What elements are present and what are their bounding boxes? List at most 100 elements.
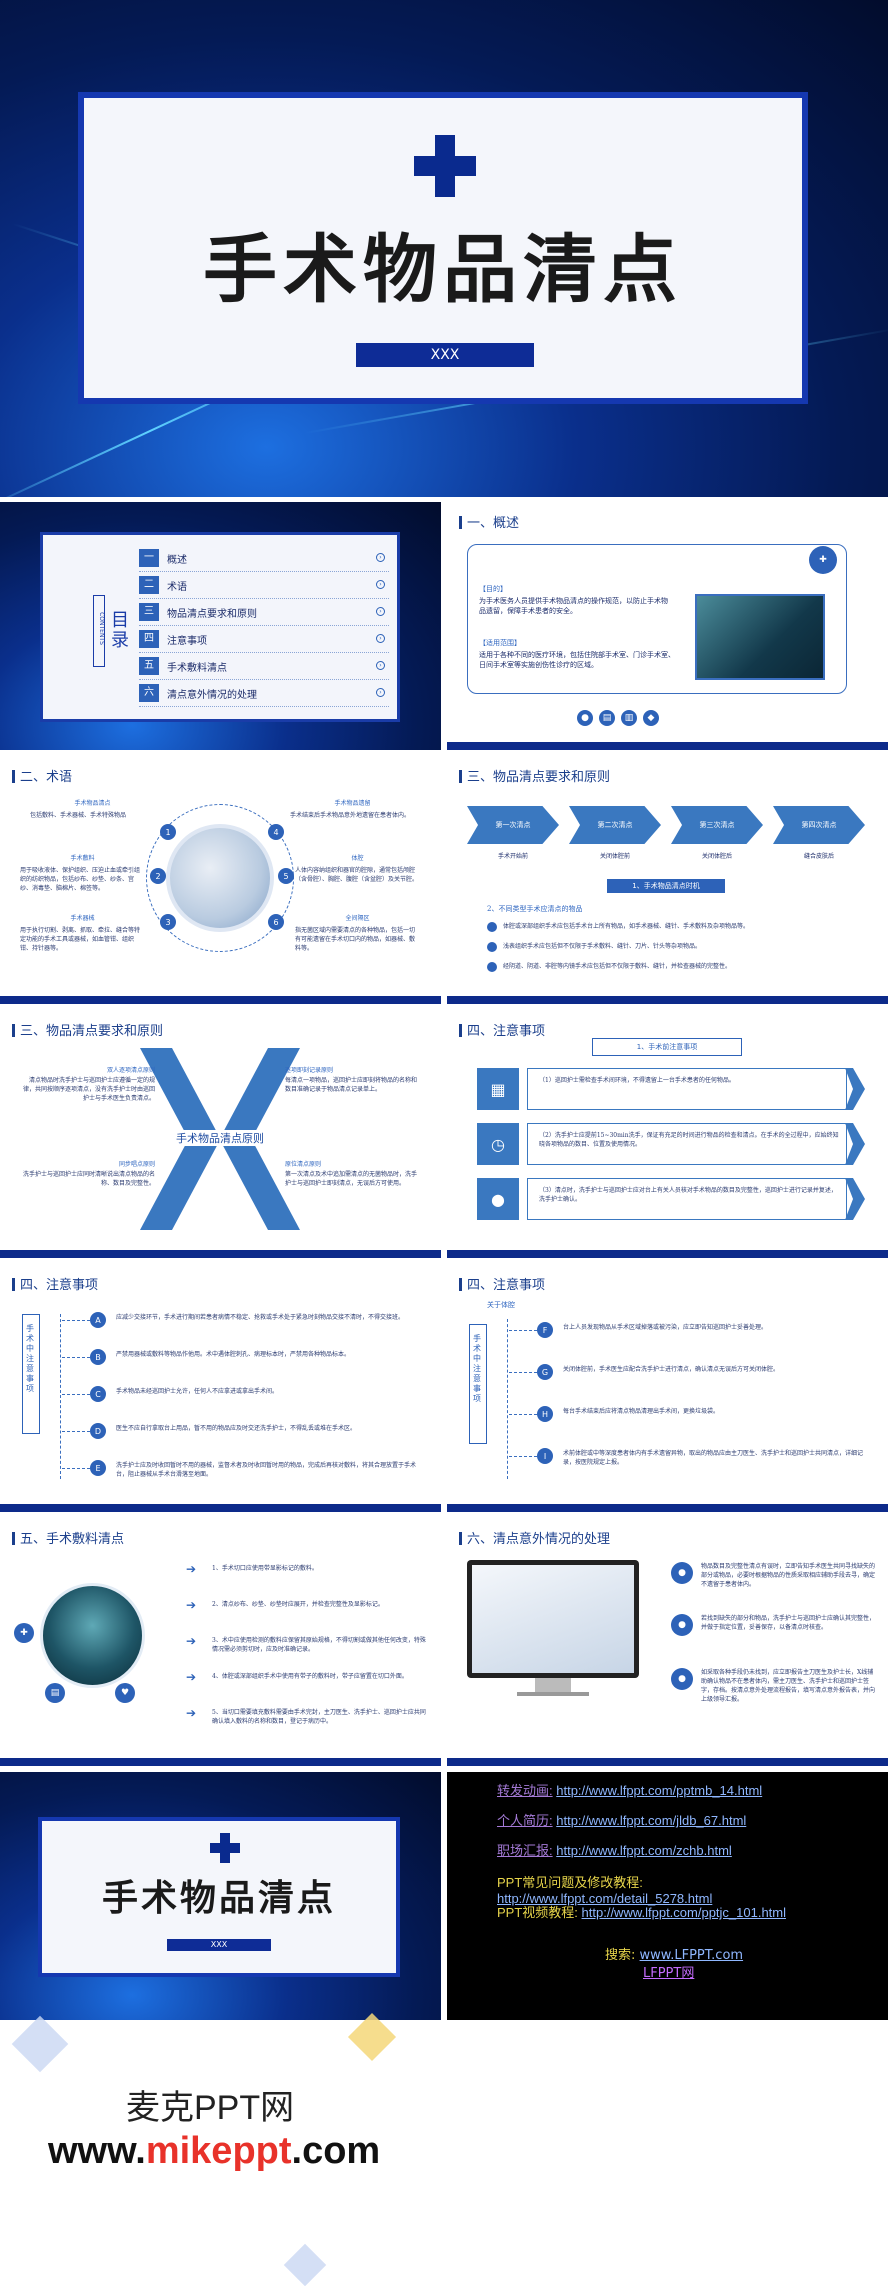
links-slide: 转发动画: http://www.lfppt.com/pptmb_14.html… xyxy=(447,1772,888,2020)
clipboard-icon: ▤ xyxy=(45,1683,65,1703)
arrow-icon xyxy=(845,1123,865,1165)
brand-url-prefix: www. xyxy=(48,2130,146,2172)
note-key: H xyxy=(537,1406,553,1422)
dressing-text: 2、清点纱布、纱垫、纱垫时应展开，并检查完整性及显影标记。 xyxy=(212,1601,384,1608)
cover-card: 手术物品清点 XXX xyxy=(78,92,808,404)
accident-text: 若找到缺失的部分和物品，洗手护士与巡回护士应确认其完整性，并做于指定位置，妥善保… xyxy=(701,1615,876,1631)
chevron-right-icon: › xyxy=(376,661,385,670)
term-title: 全间隔区 xyxy=(345,915,370,922)
chevron-right-icon: › xyxy=(376,634,385,643)
note-key: G xyxy=(537,1364,553,1380)
step-label: 关闭体腔前 xyxy=(599,853,630,860)
term-number: 6 xyxy=(268,914,284,930)
toc-heading: 目录 xyxy=(111,610,129,651)
toc-item-number: 三 xyxy=(139,603,159,621)
principle-text: 清点物品时洗手护士与巡回护士应遵循一定的规律，共同按顺序逐项清点，没有洗手护士时… xyxy=(22,1077,155,1102)
arrow-icon xyxy=(845,1068,865,1110)
search-site-name[interactable]: LFPPT网 xyxy=(643,1966,695,1981)
link-url[interactable]: http://www.lfppt.com/jldb_67.html xyxy=(556,1813,747,1828)
link-row[interactable]: 职场汇报: http://www.lfppt.com/zchb.html xyxy=(497,1840,732,1859)
toc-item-number: 五 xyxy=(139,657,159,675)
term-number: 4 xyxy=(268,824,284,840)
purpose-title: 【目的】 xyxy=(479,585,507,593)
dressing-text: 3、术中应使用检测的敷料应保留其原始规格，不得切割或做其他任何改变，特殊情况需必… xyxy=(212,1637,426,1653)
note-key: D xyxy=(90,1423,106,1439)
section-header: 四、注意事项 xyxy=(12,1274,98,1293)
brand-url[interactable]: www.mikeppt.com xyxy=(48,2130,380,2173)
principle-text: 洗手护士与巡回护士应同时清晰说出清点物品的名称、数目及完整性。 xyxy=(22,1171,155,1187)
nurse-icon: ✚ xyxy=(809,546,837,574)
arrow-right-icon: ➔ xyxy=(186,1706,197,1720)
term-text: 用于执行切割、剥离、抓取、牵拉、缝合等特定功能的手术工具或器械，如血管钳、组织钳… xyxy=(20,927,141,952)
toc-item[interactable]: 六清点意外情况的处理› xyxy=(139,680,389,707)
cavity-banner: 关于体腔 xyxy=(487,1301,515,1309)
toc-slide: CONTENTS 目录 一概述›二术语›三物品清点要求和原则›四注意事项›五手术… xyxy=(0,502,441,750)
deco-diamond-bottom xyxy=(283,2243,327,2286)
term-number: 1 xyxy=(160,824,176,840)
toc-item[interactable]: 四注意事项› xyxy=(139,626,389,653)
link-row[interactable]: 个人简历: http://www.lfppt.com/jldb_67.html xyxy=(497,1810,746,1829)
accident-text: 物品数目及完整性清点有误时，立即告知手术医生共同寻找缺失的部分或物品，必要时根据… xyxy=(701,1563,876,1588)
link-row[interactable]: PPT视频教程: http://www.lfppt.com/pptjc_101.… xyxy=(497,1902,786,1921)
note-text: （3）清点时，洗手护士与巡回护士应对台上有关人员核对手术物品的数目及完整性，巡回… xyxy=(539,1187,837,1203)
connector-line xyxy=(509,1456,537,1457)
type-bullet: 体腔或深部组织手术应包括手术台上所有物品，如手术器械、缝针、手术敷料及杂项物品等… xyxy=(503,923,750,930)
toc-item[interactable]: 五手术敷料清点› xyxy=(139,653,389,680)
timing-banner: 1、手术物品清点时机 xyxy=(607,879,725,893)
section-header: 二、术语 xyxy=(12,766,72,785)
brand-url-suffix: .com xyxy=(291,2130,381,2172)
dressing-text: 4、体腔或深部组织手术中使用有带子的敷料时，带子应留置在切口外面。 xyxy=(212,1673,408,1680)
toc-item[interactable]: 三物品清点要求和原则› xyxy=(139,599,389,626)
step-label: 手术开始前 xyxy=(497,853,528,860)
term-number: 2 xyxy=(150,868,166,884)
link-url[interactable]: http://www.lfppt.com/pptjc_101.html xyxy=(581,1905,787,1920)
principle-title: 双人逐项清点原则 xyxy=(106,1067,155,1074)
link-url[interactable]: http://www.lfppt.com/detail_5278.html xyxy=(497,1891,713,1906)
link-url[interactable]: http://www.lfppt.com/pptmb_14.html xyxy=(556,1783,763,1798)
purpose-text: 为手术医务人员提供手术物品清点的操作规范，以防止手术物品遗留，保障手术患者的安全… xyxy=(479,597,668,615)
link-label: PPT视频教程: xyxy=(497,1905,578,1920)
note-text: 手术物品未经巡回护士允许，任何人不应拿进或拿出手术间。 xyxy=(116,1388,279,1395)
chevron-right-icon: › xyxy=(376,607,385,616)
chevron-right-icon: › xyxy=(376,553,385,562)
term-title: 体腔 xyxy=(351,855,364,862)
link-row[interactable]: PPT常见问题及修改教程: http://www.lfppt.com/detai… xyxy=(497,1872,712,1906)
term-text: 用于吸收液体、保护组织、压迫止血或牵引组织的纺织物品，包括纱布、纱垫、纱条、宫纱… xyxy=(20,867,141,892)
step-arrow: 第四次清点 xyxy=(773,806,865,844)
toc-item[interactable]: 二术语› xyxy=(139,572,389,599)
end-slide: 手术物品清点 XXX xyxy=(0,1772,441,2020)
connector-line xyxy=(62,1320,90,1321)
note-text: 每台手术结束后应将清点物品清理出手术间，更换垃圾袋。 xyxy=(563,1408,720,1415)
toc-item-label: 注意事项 xyxy=(167,636,207,647)
link-url[interactable]: http://www.lfppt.com/zchb.html xyxy=(556,1843,732,1858)
principle-title: 逐项即刻记录原则 xyxy=(285,1067,334,1074)
link-row[interactable]: 转发动画: http://www.lfppt.com/pptmb_14.html xyxy=(497,1780,762,1799)
doc-icon: ▤ xyxy=(599,710,615,726)
toc-item[interactable]: 一概述› xyxy=(139,545,389,572)
step-label: 关闭体腔后 xyxy=(701,853,732,860)
note-text: 应减少交接环节，手术进行期间若患者病情不稳定、抢救或手术处于紧急时刻物品交接不清… xyxy=(116,1314,405,1321)
scope-text: 适用于各种不同的医疗环境，包括住院部手术室、门诊手术室、日间手术室等实施创伤性诊… xyxy=(479,651,675,669)
note-text: （2）洗手护士应提前15~30min洗手，保证有充足的时间进行物品的检查和清点。… xyxy=(539,1132,839,1148)
chevron-right-icon: › xyxy=(376,580,385,589)
toc-item-number: 六 xyxy=(139,684,159,702)
term-text: 指无菌区域内需要清点的各种物品，包括一切有可能遗留在手术切口内的物品，如器械、敷… xyxy=(295,927,416,952)
note-key: A xyxy=(90,1312,106,1328)
term-title: 手术器械 xyxy=(70,915,95,922)
side-label: 手术中注意事项 xyxy=(26,1324,34,1393)
overview-icon-row: ● ▤ ▥ ◆ xyxy=(577,710,659,726)
surgery-photo xyxy=(695,594,825,680)
type-bullet: 浅表组织手术应包括但不仅限于手术敷料、缝针、刀片、针头等杂项物品。 xyxy=(503,943,702,950)
connector-line xyxy=(509,1414,537,1415)
cover-subtitle: XXX xyxy=(356,343,534,367)
link-label: 职场汇报: xyxy=(497,1843,553,1858)
type-bullet: 经阴道、阴道、非腔等内镜手术应包括但不仅限于敷料、缝针，并检查器械的完整性。 xyxy=(503,963,732,970)
toc-list: 一概述›二术语›三物品清点要求和原则›四注意事项›五手术敷料清点›六清点意外情况… xyxy=(139,545,389,707)
bullet-dot xyxy=(487,922,497,932)
note-text: 术前体腔或中等深度患者体内有手术遗留异物，取出的物品应由主刀医生、洗手护士和巡回… xyxy=(563,1450,864,1466)
dressing-text: 1、手术切口应使用带显影标记的敷料。 xyxy=(212,1565,318,1572)
types-subtitle: 2、不同类型手术应清点的物品 xyxy=(487,905,583,913)
search-url[interactable]: www.LFPPT.com xyxy=(639,1948,744,1963)
note-key: B xyxy=(90,1349,106,1365)
